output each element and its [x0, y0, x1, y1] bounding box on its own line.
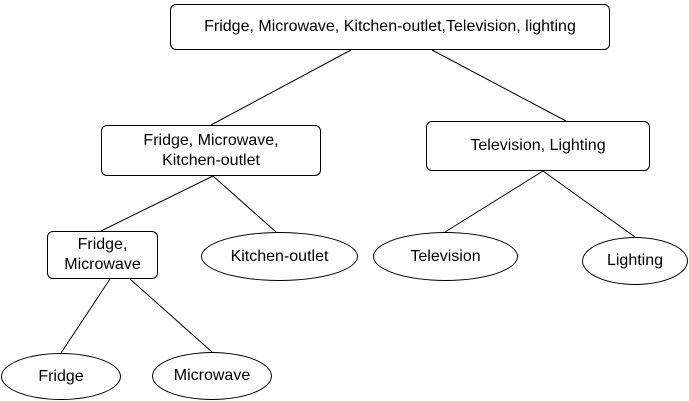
node-leaf-microwave-label: Microwave [173, 367, 251, 384]
node-leaf-television: Television [373, 232, 518, 281]
edge-group-kitchen-to-group-appliances [100, 175, 214, 232]
node-leaf-fridge: Fridge [1, 353, 121, 400]
edge-group-media-to-leaf-lighting [542, 170, 636, 238]
node-group-appliances-label: Fridge, Microwave [64, 236, 141, 273]
node-group-media-label: Television, Lighting [470, 137, 606, 154]
node-root: Fridge, Microwave, Kitchen-outlet,Televi… [170, 4, 610, 50]
node-group-media: Television, Lighting [426, 121, 650, 171]
edge-root-to-group-kitchen [210, 49, 352, 126]
node-leaf-microwave: Microwave [152, 352, 272, 400]
edge-group-appliances-to-leaf-fridge [60, 278, 111, 354]
node-leaf-lighting: Lighting [582, 237, 688, 285]
node-leaf-television-label: Television [410, 247, 481, 265]
edge-group-media-to-leaf-television [444, 170, 544, 233]
node-group-kitchen: Fridge, Microwave, Kitchen-outlet [101, 125, 321, 176]
node-group-kitchen-label: Fridge, Microwave, Kitchen-outlet [143, 131, 279, 169]
edge-root-to-group-media [431, 49, 567, 122]
node-leaf-fridge-label: Fridge [38, 367, 84, 385]
node-group-appliances: Fridge, Microwave [47, 231, 158, 279]
node-leaf-kitchen-outlet: Kitchen-outlet [201, 232, 358, 281]
edge-group-kitchen-to-leaf-kitchen-outlet [212, 175, 277, 233]
edge-group-appliances-to-leaf-microwave [129, 278, 213, 353]
node-root-label: Fridge, Microwave, Kitchen-outlet,Televi… [204, 18, 576, 35]
node-leaf-kitchen-outlet-label: Kitchen-outlet [230, 247, 329, 265]
node-leaf-lighting-label: Lighting [606, 252, 664, 269]
